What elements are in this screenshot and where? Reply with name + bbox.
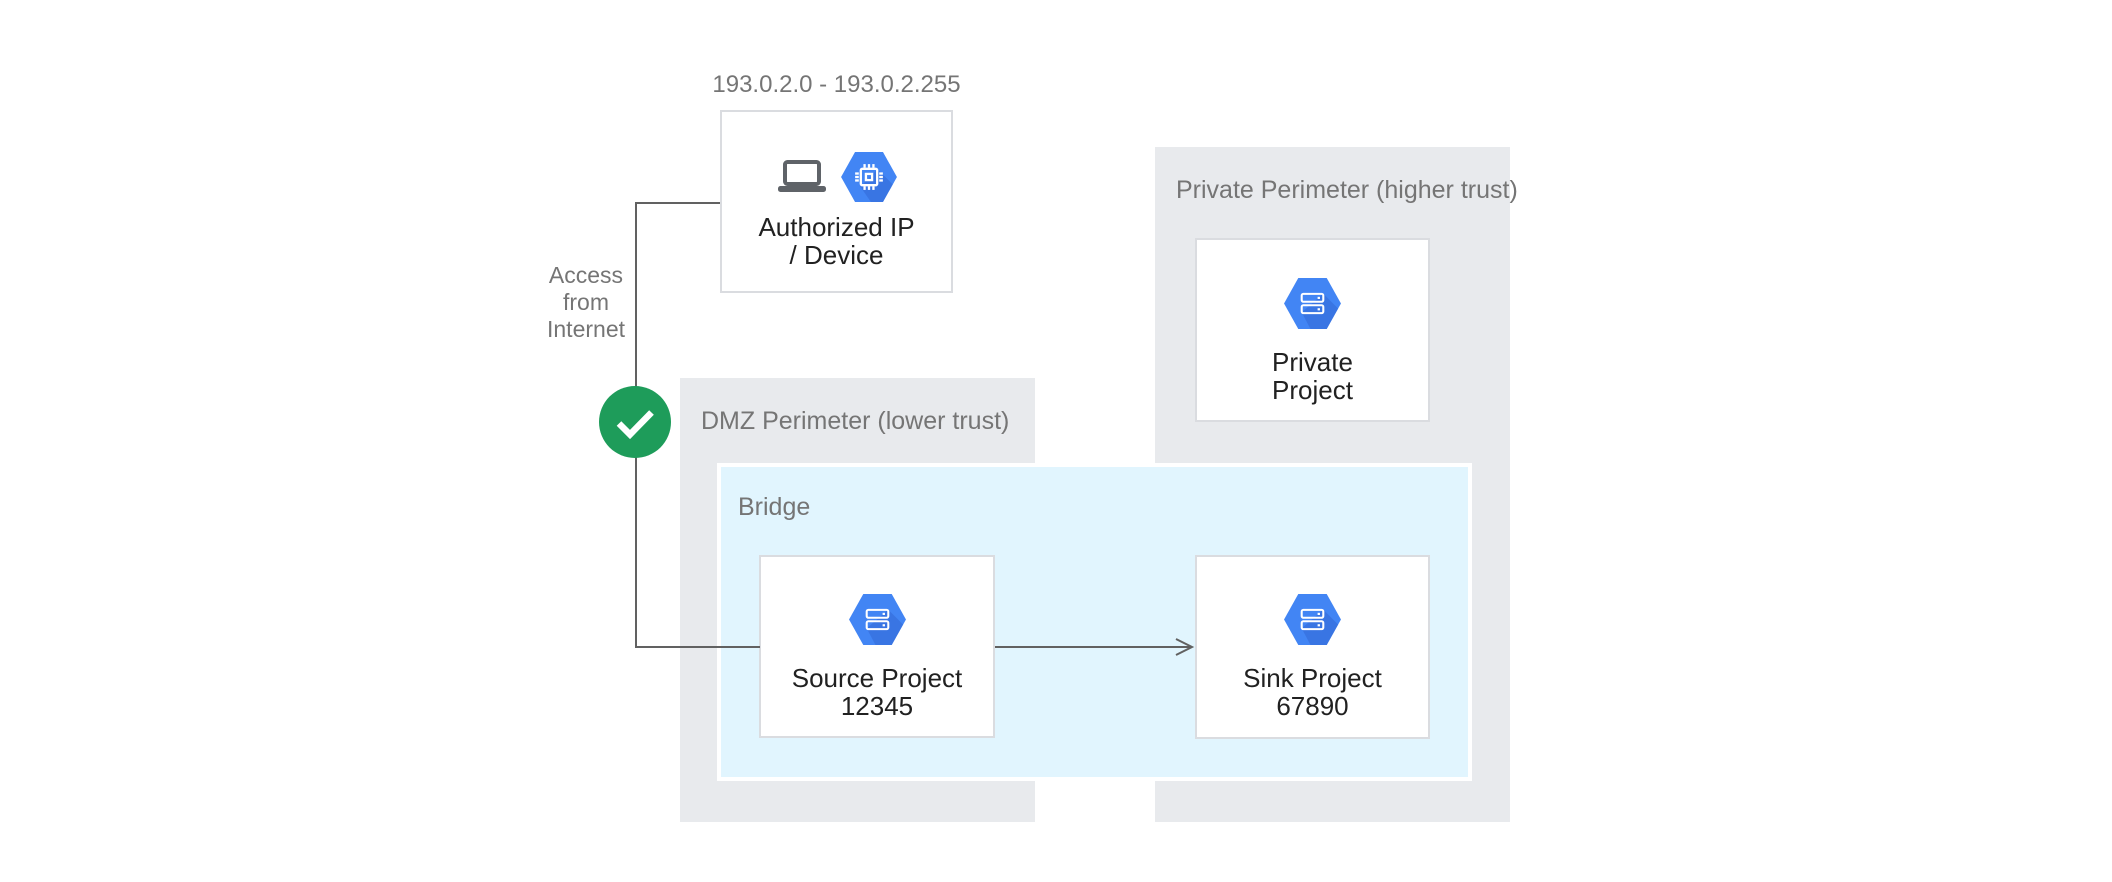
sink-node-label: Sink Project 67890	[1243, 663, 1382, 721]
source-project-node: Source Project 12345	[759, 555, 995, 738]
sink-project-node: Sink Project 67890	[1195, 555, 1430, 739]
compute-chip-hexagon-icon	[840, 151, 898, 203]
dmz-perimeter-label: DMZ Perimeter (lower trust)	[701, 407, 1010, 435]
authorized-node-label: Authorized IP / Device	[758, 212, 915, 270]
check-circle-icon	[599, 386, 671, 458]
authorized-ip-device-node: Authorized IP / Device	[720, 110, 953, 293]
access-from-internet-label: Access from Internet	[547, 262, 625, 342]
storage-hexagon-icon	[1283, 593, 1342, 646]
private-project-node: Private Project	[1195, 238, 1430, 422]
private-perimeter-label: Private Perimeter (higher trust)	[1176, 176, 1518, 204]
laptop-icon	[775, 160, 828, 194]
source-node-label: Source Project 12345	[791, 663, 963, 721]
storage-hexagon-icon	[848, 593, 907, 646]
storage-hexagon-icon	[1283, 277, 1342, 330]
bridge-label: Bridge	[738, 493, 811, 521]
private-node-label: Private Project	[1272, 347, 1353, 405]
authorized-icon-row	[775, 150, 898, 204]
ip-range-label: 193.0.2.0 - 193.0.2.255	[712, 71, 961, 98]
